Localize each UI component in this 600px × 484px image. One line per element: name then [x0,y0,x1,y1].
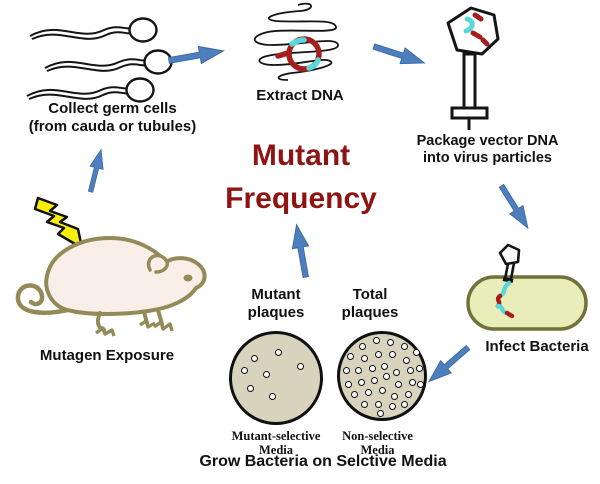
plaque-dot [354,366,362,374]
plaque-dot [296,362,304,370]
mutagen-exposure-label: Mutagen Exposure [39,347,175,364]
petri-dish-non-selective [337,331,427,421]
petri-dish-mutant-selective [229,331,323,425]
plaque-dot [382,372,390,380]
arrow-phage-to-bacteria-icon [498,183,529,230]
infect-bacteria-label: Infect Bacteria [485,338,589,355]
plaque-dot [357,378,365,386]
plaque-dot [360,400,368,408]
plaque-dot [400,400,408,408]
collect-line-2: (from cauda or tubules) [28,118,197,135]
plaque-dot [406,366,414,374]
non-selective-line-1: Non-selective [342,429,413,443]
mutant-plaques-label: Mutant plaques [216,286,336,322]
plaque-dot [240,366,248,374]
dna-icon [253,2,339,81]
plaque-dot [408,378,416,386]
plaque-dot [342,366,350,374]
plaque-dot [378,386,386,394]
plaque-dot [376,409,384,417]
extract-dna-label: Extract DNA [256,87,344,104]
plaque-dot [274,348,282,356]
arrow-bacteria-to-dishes-icon [427,344,471,383]
plaque-dot [372,336,380,344]
title-line-2: Frequency [225,182,377,215]
plaque-dot [344,380,352,388]
total-plaques-line-1: Total [352,286,388,303]
mutant-selective-line-1: Mutant-selective [231,429,321,443]
collect-line-1: Collect germ cells [48,100,177,117]
mutant-selective-media-label: Mutant-selective Media [203,429,349,457]
total-plaques-label: Total plaques [310,286,430,322]
non-selective-line-2: Media [360,443,395,457]
plaque-dot [416,380,424,388]
package-line-1: Package vector DNA [416,133,559,149]
package-vector-label: Package vector DNA into virus particles [400,133,575,167]
plaque-dot [370,376,378,384]
mutant-plaques-line-2: plaques [247,304,305,321]
plaque-dot [346,352,354,360]
arrow-mouse-to-sperm-icon [87,148,104,193]
plaque-dot [262,370,270,378]
plaque-dot [394,380,402,388]
plaque-dot [390,392,398,400]
plaque-dot [402,356,410,364]
arrow-dishes-to-title-icon [291,223,310,279]
plaque-dot [388,350,396,358]
plaque-dot [400,342,408,350]
plaque-dot [246,384,254,392]
sperm-icon [25,17,173,103]
plaque-dot [268,392,276,400]
arrow-dna-to-phage-icon [372,43,426,65]
plaque-dot [358,342,366,350]
plaque-dot [374,400,382,408]
mouse-icon [15,236,207,337]
plaque-dot [415,364,423,372]
plaque-dot [386,338,394,346]
plaque-dot [360,354,368,362]
plaque-dot [392,368,400,376]
title-line-1: Mutant [251,139,351,172]
collect-germ-cells-label: Collect germ cells (from cauda or tubule… [5,100,220,136]
plaque-dot [374,350,382,358]
arrow-sperm-to-dna-icon [167,45,225,65]
mutant-plaques-line-1: Mutant [251,286,301,303]
phage-icon [446,6,500,130]
plaque-dot [380,362,388,370]
grow-bacteria-label: Grow Bacteria on Selctive Media [199,453,447,470]
plaque-dot [364,388,372,396]
plaque-dot [388,402,396,410]
plaque-dot [250,354,258,362]
bacteria-icon [466,243,588,331]
plaque-dot [368,364,376,372]
plaque-dot [412,348,420,356]
total-plaques-line-2: plaques [341,304,399,321]
plaque-dot [404,390,412,398]
mutant-selective-line-2: Media [258,443,294,457]
non-selective-media-label: Non-selective Media [310,429,445,457]
package-line-2: into virus particles [423,150,552,166]
plaque-dot [350,390,358,398]
diagram-title: Mutant Frequency [190,134,412,220]
